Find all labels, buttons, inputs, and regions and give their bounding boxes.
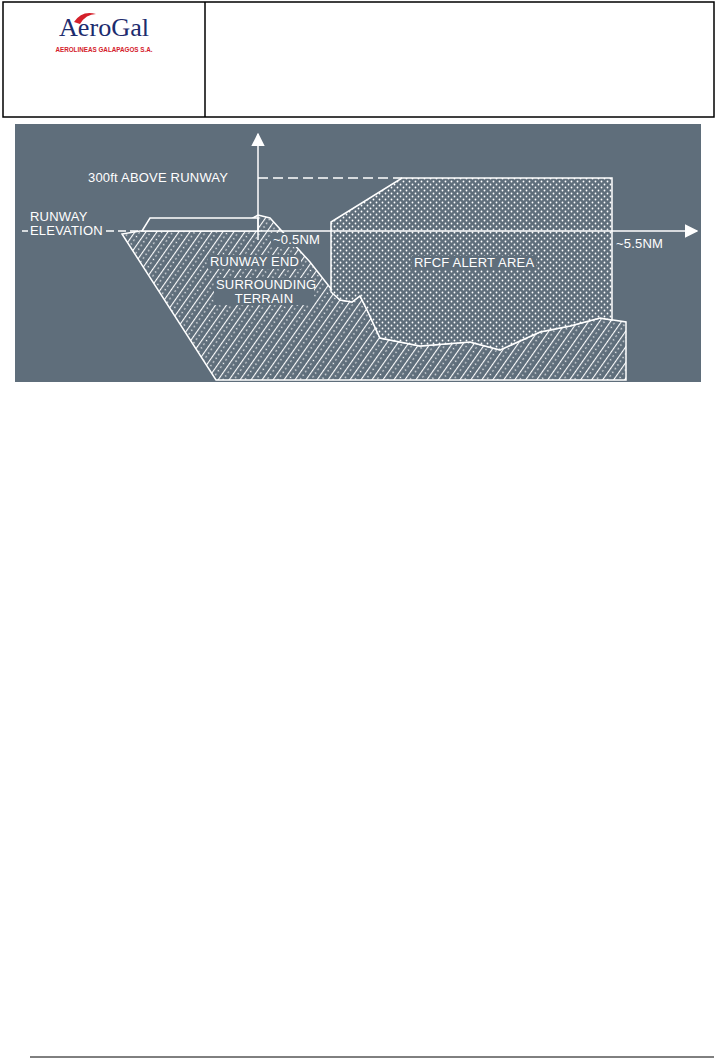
logo-subtitle: AEROLINEAS GALAPAGOS S.A. <box>4 46 204 53</box>
logo-wordmark: AeroGal <box>4 13 204 43</box>
region-label: RFCF ALERT AREA <box>412 256 536 270</box>
logo-cell: AeroGalAEROLINEAS GALAPAGOS S.A. <box>4 3 204 116</box>
runway <box>142 218 258 231</box>
height-label: 300ft ABOVE RUNWAY <box>86 171 230 185</box>
region-label: RUNWAY END <box>208 255 301 269</box>
header-divider <box>204 2 206 117</box>
elevation-label: RUNWAY ELEVATION <box>28 210 104 237</box>
header-frame <box>3 2 714 117</box>
footer-rule <box>30 1057 714 1058</box>
distance-label: ~0.5NM <box>271 233 322 247</box>
height-axis <box>257 134 259 240</box>
figure-panel <box>15 124 701 382</box>
region-label: SURROUNDING TERRAIN <box>214 278 314 305</box>
distance-label: ~5.5NM <box>614 237 665 251</box>
height-line <box>258 177 402 179</box>
alert-area <box>331 178 612 350</box>
distance-axis <box>258 230 697 232</box>
